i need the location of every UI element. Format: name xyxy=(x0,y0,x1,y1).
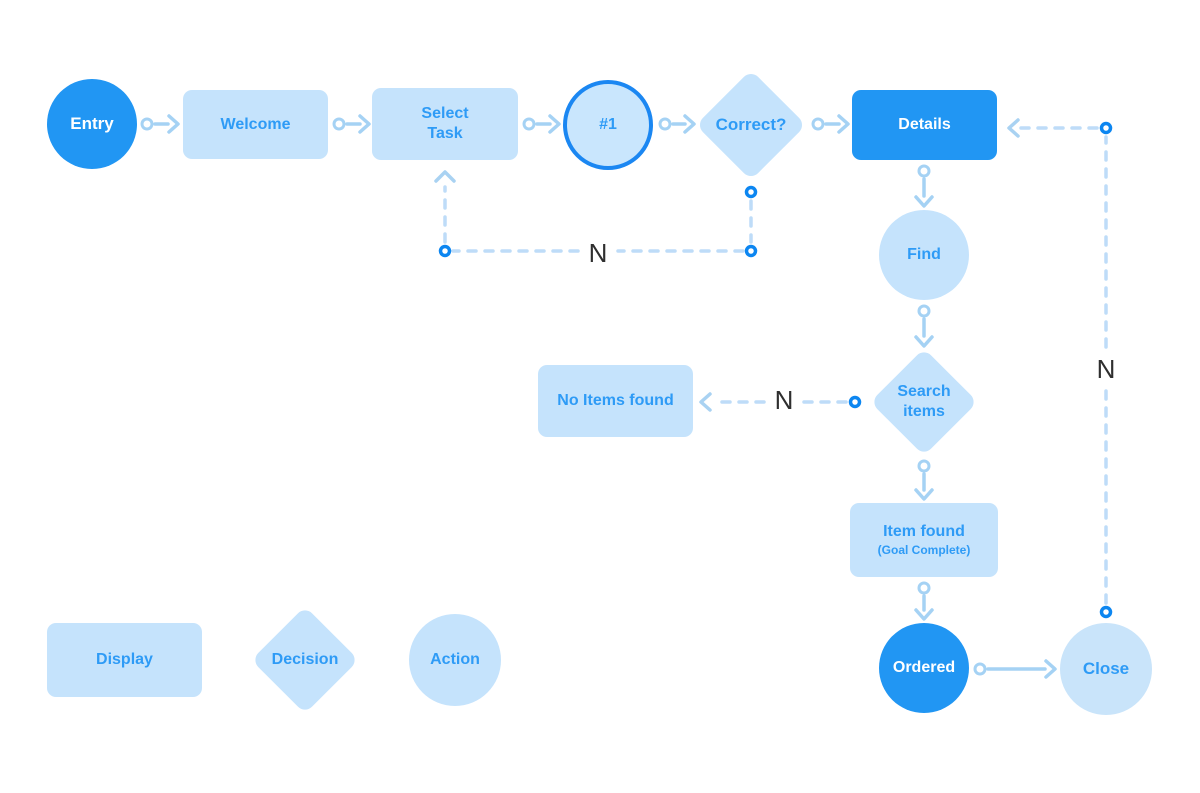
arrow-item-found-to-ordered xyxy=(914,581,934,621)
arrow-details-to-find xyxy=(914,164,934,208)
node-search-items-label: Search items xyxy=(897,383,951,420)
arrow-select-task-to-step1 xyxy=(522,114,561,134)
node-correct-label: Correct? xyxy=(715,115,787,135)
edge-label-search-no: N xyxy=(771,387,797,413)
arrow-welcome-to-select-task xyxy=(332,114,371,134)
arrow-search-items-to-item-found xyxy=(914,459,934,501)
node-item-found[interactable]: Item found (Goal Complete) xyxy=(850,503,998,577)
arrow-step1-to-correct xyxy=(658,114,696,134)
node-details-label: Details xyxy=(898,116,951,133)
legend-action-shape[interactable]: Action xyxy=(409,614,501,706)
node-no-items-found[interactable]: No Items found xyxy=(538,365,693,437)
node-details[interactable]: Details xyxy=(852,90,997,160)
node-find[interactable]: Find xyxy=(879,210,969,300)
node-step1-label: #1 xyxy=(599,116,617,133)
legend-action-label: Action xyxy=(430,651,480,668)
arrow-entry-to-welcome xyxy=(140,114,180,134)
legend-decision-label: Decision xyxy=(271,651,339,668)
node-welcome[interactable]: Welcome xyxy=(183,90,328,159)
legend-display-shape[interactable]: Display xyxy=(47,623,202,697)
legend-display-label: Display xyxy=(96,651,153,668)
arrow-correct-to-details xyxy=(811,114,850,134)
node-no-items-found-label: No Items found xyxy=(557,392,674,409)
node-find-label: Find xyxy=(907,246,941,263)
node-select-task-label: Select Task xyxy=(421,105,469,142)
node-step1[interactable]: #1 xyxy=(563,80,653,170)
node-item-found-label: Item found (Goal Complete) xyxy=(878,522,971,558)
node-correct-decision[interactable]: Correct? xyxy=(691,65,811,185)
edge-label-close-reopen: N xyxy=(1093,356,1119,382)
node-entry-label: Entry xyxy=(70,114,114,134)
node-select-task[interactable]: Select Task xyxy=(372,88,518,160)
item-found-title: Item found xyxy=(883,523,965,540)
node-entry[interactable]: Entry xyxy=(47,79,137,169)
arrow-ordered-to-close xyxy=(973,659,1057,679)
node-ordered-label: Ordered xyxy=(892,659,956,676)
dashed-loop-correct-no-to-select-task xyxy=(434,170,758,258)
dashed-close-to-details xyxy=(1007,118,1113,619)
node-search-items-decision[interactable]: Search items xyxy=(864,342,984,462)
item-found-subtitle: (Goal Complete) xyxy=(877,543,971,557)
node-ordered[interactable]: Ordered xyxy=(879,623,969,713)
dashed-search-no-to-no-items xyxy=(699,392,862,412)
edge-label-correct-no: N xyxy=(585,240,611,266)
legend-decision-shape[interactable]: Decision xyxy=(245,600,365,720)
node-close[interactable]: Close xyxy=(1060,623,1152,715)
arrow-find-to-search-items xyxy=(914,304,934,348)
node-welcome-label: Welcome xyxy=(220,115,291,133)
node-close-label: Close xyxy=(1082,659,1130,679)
